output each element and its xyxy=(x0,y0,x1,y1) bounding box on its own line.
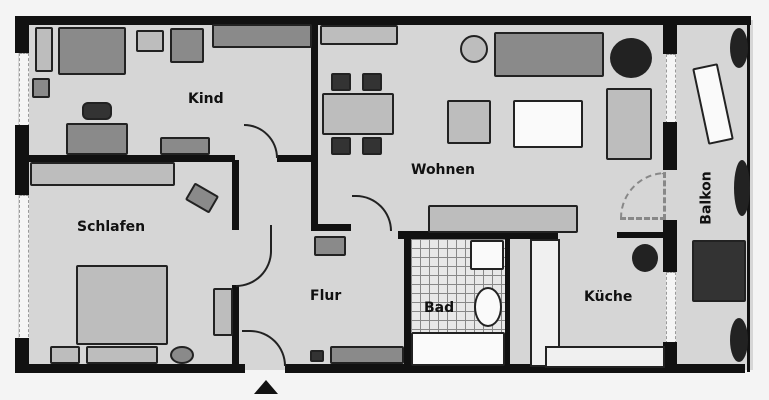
plant-kueche xyxy=(632,244,658,272)
bad-toilet xyxy=(474,287,502,327)
armchair xyxy=(447,100,491,144)
plant-balkon-2 xyxy=(734,160,750,216)
kind-desk-chair xyxy=(82,102,112,120)
outer-wall-bottom-right xyxy=(285,364,745,373)
plant-pot-schlafen xyxy=(170,346,194,364)
wall-schlafen-flur-top xyxy=(232,160,239,230)
outer-wall-bottom-left xyxy=(15,364,245,373)
wohnen-sideboard xyxy=(320,25,398,45)
dining-chair-4 xyxy=(362,137,382,155)
room-label-balkon: Balkon xyxy=(698,171,715,225)
kind-toy xyxy=(32,78,50,98)
plant-wohnen xyxy=(610,38,652,78)
window-schlafen xyxy=(19,195,29,342)
kind-wardrobe xyxy=(212,24,312,48)
bed-pillows xyxy=(86,346,158,364)
tv-bench xyxy=(428,205,578,233)
coffee-table xyxy=(513,100,583,148)
window-kind xyxy=(19,53,29,127)
dining-chair-1 xyxy=(331,73,351,91)
kind-bed xyxy=(58,27,126,75)
room-label-kind: Kind xyxy=(188,91,224,107)
wall-kueche-top-right xyxy=(617,232,667,238)
wall-bad-kueche xyxy=(505,239,510,369)
kitchen-counter-left xyxy=(530,239,560,367)
wall-kind-wohnen xyxy=(311,20,318,160)
room-label-schlafen: Schlafen xyxy=(77,219,146,235)
loveseat xyxy=(606,88,652,160)
room-label-bad: Bad xyxy=(424,300,455,316)
room-label-flur: Flur xyxy=(310,288,342,304)
dining-chair-2 xyxy=(362,73,382,91)
sofa xyxy=(494,32,604,77)
entrance-arrow-icon xyxy=(254,380,278,394)
flur-wardrobe xyxy=(330,346,404,364)
window-wohnen xyxy=(666,54,676,124)
kind-desk xyxy=(66,123,128,155)
wall-kind-right-low xyxy=(277,155,317,162)
plant-balkon-1 xyxy=(730,28,748,68)
kitchen-counter-bottom xyxy=(545,346,665,368)
schlafen-wardrobe xyxy=(30,162,175,186)
window-kueche xyxy=(666,272,676,344)
wall-schlafen-flur-bottom xyxy=(232,285,239,370)
kind-chair xyxy=(136,30,164,52)
bathtub xyxy=(411,332,505,366)
round-lamp xyxy=(460,35,488,63)
kind-cabinet xyxy=(160,137,210,155)
balcony-wall-4 xyxy=(663,342,677,372)
outer-wall-left-top xyxy=(15,16,29,53)
balcony-wall-2 xyxy=(663,122,677,170)
flur-stool xyxy=(310,350,324,362)
outer-wall-top xyxy=(15,16,751,25)
nightstand-left xyxy=(50,346,80,364)
plant-balkon-3 xyxy=(730,318,748,362)
balcony-wall-3 xyxy=(663,220,677,272)
wall-kind-schlafen xyxy=(15,155,235,162)
double-bed xyxy=(76,265,168,345)
dining-chair-3 xyxy=(331,137,351,155)
schlafen-shelf xyxy=(213,288,233,336)
balcony-wall-1 xyxy=(663,16,677,54)
room-label-wohnen: Wohnen xyxy=(411,162,475,178)
kind-armchair xyxy=(170,28,204,63)
kind-shelf xyxy=(35,27,53,72)
wall-wohnen-flur xyxy=(311,160,318,230)
bad-sink xyxy=(470,240,504,270)
outer-wall-left-bottom xyxy=(15,338,29,373)
wall-wohnen-flur-h xyxy=(311,224,351,231)
balcony-table-set xyxy=(692,240,746,302)
room-label-kueche: Küche xyxy=(584,289,633,305)
dining-table xyxy=(322,93,394,135)
flur-shoe-cabinet-top xyxy=(314,236,346,256)
wall-bad-top xyxy=(398,231,558,239)
wall-bad-left xyxy=(404,231,411,371)
